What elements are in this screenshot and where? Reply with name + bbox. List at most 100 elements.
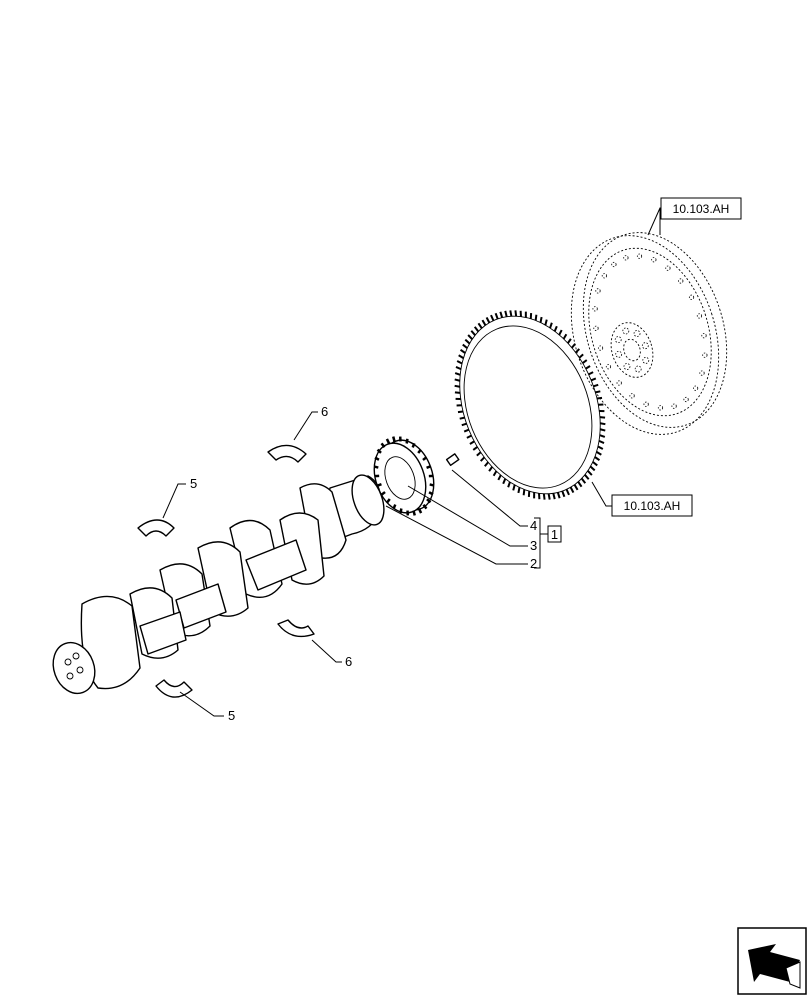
ring-gear-tooth — [561, 490, 566, 498]
gear-tooth — [399, 508, 403, 514]
reference-box-flywheel[interactable]: 10.103.AH — [660, 197, 742, 220]
flywheel-hole — [593, 325, 599, 331]
ring-gear-tooth — [461, 422, 467, 427]
flywheel-bolt-hole — [622, 327, 630, 335]
gear-tooth — [422, 456, 427, 461]
ring-gear-tooth — [544, 319, 548, 326]
ring-gear-tooth — [597, 445, 604, 450]
ring-gear-tooth — [459, 416, 465, 420]
flywheel-hole — [595, 288, 601, 294]
ring-gear-tooth — [507, 481, 511, 488]
ring-gear-tooth — [573, 484, 579, 491]
ring-gear-tooth — [596, 450, 602, 456]
flywheel — [570, 232, 728, 435]
gear-tooth — [428, 491, 434, 496]
ring-gear — [454, 310, 606, 500]
flywheel-hole — [643, 401, 649, 407]
flywheel-hole — [592, 306, 598, 312]
ring-gear-tooth — [582, 359, 588, 364]
gear-tooth — [380, 442, 386, 449]
ring-gear-tooth — [485, 316, 491, 324]
ring-gear-tooth — [514, 310, 518, 317]
ring-gear-tooth — [585, 365, 591, 370]
ring-gear-tooth — [569, 486, 575, 494]
item-5-top-label: 5 — [190, 476, 197, 491]
ring-gear-tooth — [467, 334, 473, 340]
gear-tooth — [422, 503, 428, 510]
flywheel-bolt-hole — [642, 356, 650, 364]
flywheel-hole — [665, 265, 671, 271]
ring-gear-tooth — [484, 461, 489, 467]
ring-gear-tooth — [577, 481, 583, 488]
ring-gear-tooth — [578, 353, 584, 359]
flywheel-ref-label: 10.103.AH — [673, 202, 730, 216]
flywheel-bolt-hole — [634, 365, 642, 373]
flywheel-hole — [702, 352, 708, 358]
flywheel-bolt-hole — [623, 363, 631, 370]
ring-gear-tooth — [600, 422, 606, 426]
thrust-washer-upper — [267, 444, 307, 463]
flywheel-hole — [636, 253, 643, 259]
thrust-washer-lower — [277, 619, 315, 638]
ring-gear-tooth — [589, 465, 596, 472]
ring-gear-tooth — [517, 487, 521, 494]
ring-gear-tooth — [479, 456, 485, 462]
group-1-label: 1 — [551, 527, 558, 542]
flywheel-hole — [651, 257, 657, 263]
flywheel-hole — [671, 403, 677, 409]
ring-gear-tooth — [562, 333, 568, 340]
ring-gear-ref-label: 10.103.AH — [624, 499, 681, 513]
ring-gear-tooth — [463, 428, 470, 433]
gear-tooth — [385, 438, 391, 444]
group-1-box: 1 — [547, 525, 562, 543]
ring-gear-tooth — [522, 489, 526, 496]
item-2-label: 2 — [530, 556, 537, 571]
gear-tooth — [392, 504, 397, 510]
ring-gear-tooth — [580, 477, 587, 484]
gear-tooth — [426, 465, 431, 469]
ring-gear-tooth — [565, 488, 570, 496]
ring-gear-tooth — [472, 446, 478, 451]
item-6-bottom-label: 6 — [345, 654, 352, 669]
gear-tooth — [376, 448, 382, 454]
ring-gear-tooth — [462, 343, 468, 349]
ring-gear-tooth — [599, 434, 606, 438]
ring-gear-tooth — [455, 366, 462, 371]
ring-gear-tooth — [454, 391, 461, 394]
ring-gear-tooth — [490, 314, 495, 322]
ring-gear-tooth — [539, 316, 543, 323]
gear-tooth — [374, 456, 380, 461]
ring-gear-tooth — [497, 474, 502, 481]
flywheel-hole — [657, 405, 664, 411]
gear-tooth — [377, 483, 382, 487]
ring-gear-tooth — [499, 311, 504, 318]
ring-gear-tooth — [553, 325, 558, 332]
ring-gear-tooth — [587, 470, 593, 476]
flywheel-hole — [688, 294, 695, 300]
crankshaft-gear — [373, 436, 435, 516]
ring-gear-tooth — [481, 319, 487, 326]
flywheel-hole — [629, 393, 635, 399]
ring-gear-tooth — [571, 343, 576, 349]
ring-gear-tooth — [588, 371, 594, 376]
flywheel-bolt-hole — [615, 350, 623, 358]
gear-tooth — [392, 436, 396, 442]
ring-gear-tooth — [494, 312, 499, 320]
reference-box-ring-gear[interactable]: 10.103.AH — [611, 494, 693, 517]
ring-gear-tooth — [598, 439, 605, 444]
ring-gear-tooth — [512, 484, 516, 491]
ring-gear-tooth — [542, 493, 546, 500]
item-5-bottom-label: 5 — [228, 708, 235, 723]
ring-gear-tooth — [464, 338, 471, 345]
gear-tooth — [411, 442, 416, 448]
ring-gear-tooth — [596, 396, 603, 400]
gear-tooth — [412, 510, 416, 516]
arrow-back-icon[interactable] — [737, 927, 807, 995]
gear-tooth — [373, 465, 379, 469]
ring-gear-tooth — [547, 493, 551, 500]
ring-gear-tooth — [454, 372, 461, 376]
gear-tooth — [386, 498, 391, 504]
ring-gear-tooth — [454, 378, 461, 382]
ring-gear-tooth — [459, 348, 466, 354]
